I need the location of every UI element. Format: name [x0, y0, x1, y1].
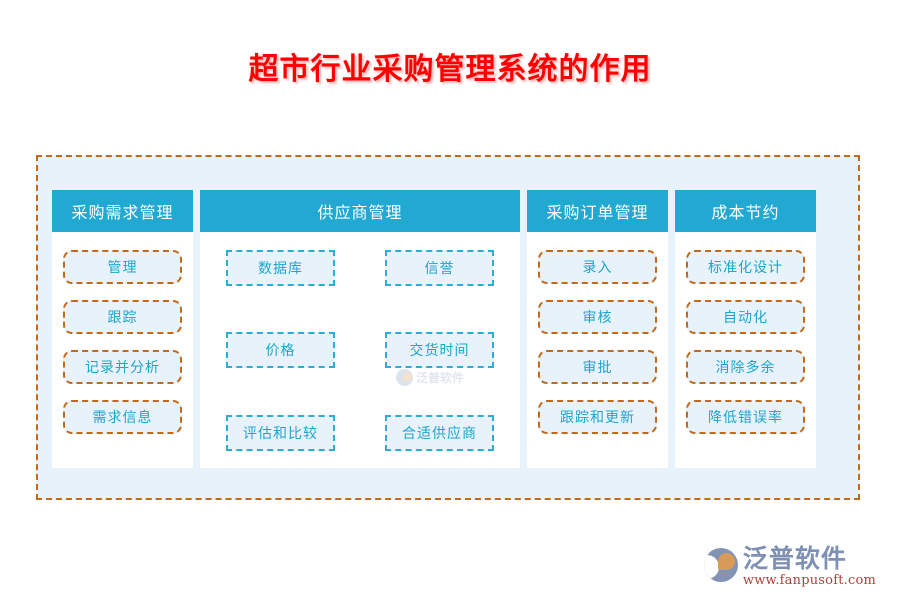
item-box[interactable]: 需求信息	[63, 400, 182, 434]
fanpu-logo-icon	[703, 547, 738, 582]
panel-supplier-management: 供应商管理 数据库 信誉 价格 交货时间 评估和比较 合适供应商 泛普软件	[200, 190, 520, 468]
item-box[interactable]: 管理	[63, 250, 182, 284]
item-box[interactable]: 跟踪和更新	[538, 400, 657, 434]
panel-body: 标准化设计 自动化 消除多余 降低错误率	[675, 232, 816, 468]
item-box[interactable]: 降低错误率	[686, 400, 805, 434]
brand-text: 泛普软件 www.fanpusoft.com	[742, 543, 876, 588]
panel-procurement-demand: 采购需求管理 管理 跟踪 记录并分析 需求信息	[52, 190, 193, 468]
item-box[interactable]: 交货时间	[385, 332, 494, 369]
panel-body: 数据库 信誉 价格 交货时间 评估和比较 合适供应商	[200, 232, 520, 468]
item-box[interactable]: 数据库	[226, 250, 335, 286]
brand-logo[interactable]: 泛普软件 www.fanpusoft.com	[703, 543, 876, 588]
diagram-frame: 采购需求管理 管理 跟踪 记录并分析 需求信息 供应商管理 数据库 信誉 价格 …	[36, 155, 860, 500]
item-box[interactable]: 记录并分析	[63, 350, 182, 384]
panel-body: 管理 跟踪 记录并分析 需求信息	[52, 232, 193, 468]
item-box[interactable]: 审核	[538, 300, 657, 334]
item-box[interactable]: 自动化	[686, 300, 805, 334]
item-box[interactable]: 跟踪	[63, 300, 182, 334]
brand-name: 泛普软件	[742, 543, 847, 573]
page-title: 超市行业采购管理系统的作用	[248, 52, 652, 87]
brand-url: www.fanpusoft.com	[742, 573, 876, 588]
panel-group: 采购需求管理 管理 跟踪 记录并分析 需求信息 供应商管理 数据库 信誉 价格 …	[52, 190, 864, 468]
item-box[interactable]: 价格	[226, 332, 335, 369]
item-box[interactable]: 审批	[538, 350, 657, 384]
panel-body: 录入 审核 审批 跟踪和更新	[527, 232, 668, 468]
panel-header: 成本节约	[675, 190, 816, 232]
panel-cost-saving: 成本节约 标准化设计 自动化 消除多余 降低错误率	[675, 190, 816, 468]
panel-purchase-order-management: 采购订单管理 录入 审核 审批 跟踪和更新	[527, 190, 668, 468]
panel-header: 采购需求管理	[52, 190, 193, 232]
item-box[interactable]: 标准化设计	[686, 250, 805, 284]
panel-header: 供应商管理	[200, 190, 520, 232]
item-box[interactable]: 合适供应商	[385, 414, 494, 451]
item-box[interactable]: 评估和比较	[226, 414, 335, 451]
item-box[interactable]: 录入	[538, 250, 657, 284]
item-box[interactable]: 信誉	[385, 250, 494, 286]
panel-header: 采购订单管理	[527, 190, 668, 232]
item-box[interactable]: 消除多余	[686, 350, 805, 384]
